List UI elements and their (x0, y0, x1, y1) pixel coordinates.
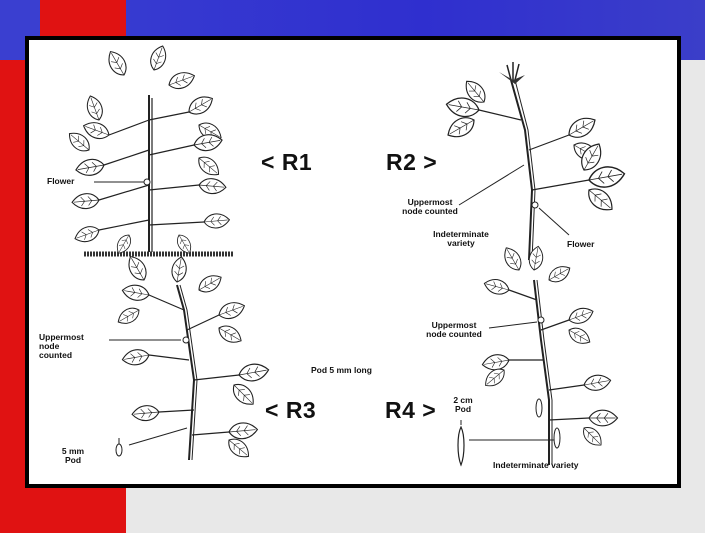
indeterminate-label-r2: Indeterminate variety (411, 230, 511, 248)
soybean-stage-diagram (29, 40, 677, 484)
indeterminate-variety-label-r4: Indeterminate variety (493, 461, 579, 470)
stage-r3-label: < R3 (265, 398, 316, 422)
plant-r1-illustration (65, 44, 234, 256)
slide-frame: < R1 R2 > < R3 R4 > Flower Uppermost nod… (25, 36, 681, 488)
stage-r1-label: < R1 (261, 150, 312, 174)
flower-label-r2: Flower (567, 240, 594, 249)
pod-5mm-icon (116, 438, 122, 456)
pod-5mm-long-label: Pod 5 mm long (311, 366, 372, 375)
plant-r4-illustration (458, 244, 618, 465)
plant-r3-illustration (109, 253, 270, 462)
uppermost-node-label-r2: Uppermost node counted (385, 198, 475, 216)
uppermost-node-label-r3: Uppermost node counted (39, 333, 84, 360)
stage-r4-label: R4 > (385, 398, 436, 422)
pod-5mm-label: 5 mm Pod (51, 447, 95, 465)
stage-r2-label: R2 > (386, 150, 437, 174)
pod-2cm-label: 2 cm Pod (447, 396, 479, 414)
uppermost-node-label-r4: Uppermost node counted (409, 321, 499, 339)
pod-2cm-icon (458, 420, 464, 465)
flower-label-r1: Flower (47, 177, 74, 186)
